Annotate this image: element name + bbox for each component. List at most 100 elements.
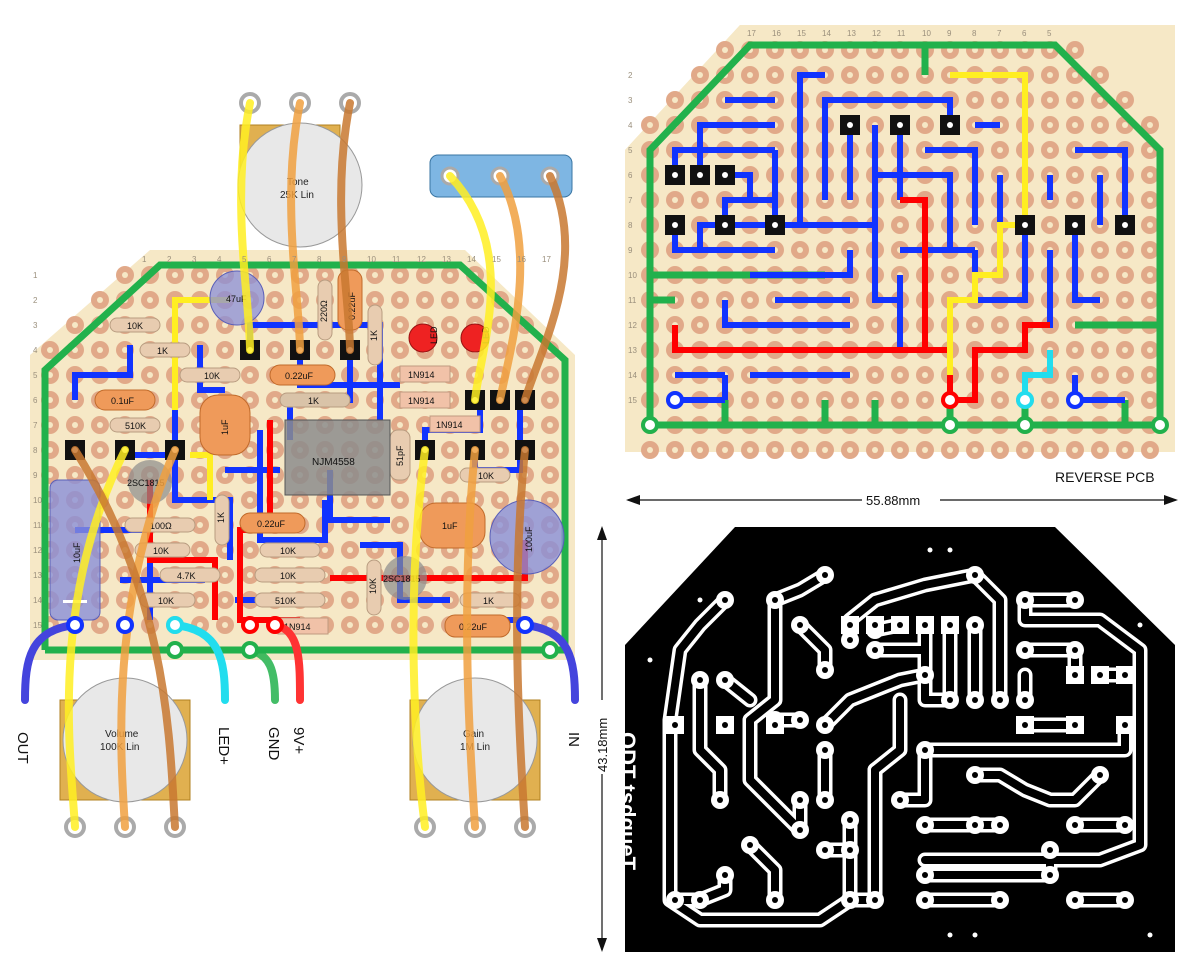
- height-dimension: 43.18mm: [594, 526, 610, 952]
- height-label: 43.18mm: [595, 718, 610, 772]
- capacitor-label: 0.1uF: [111, 396, 135, 406]
- pad-center: [97, 472, 103, 478]
- pad-center: [972, 322, 978, 328]
- etched-pad-hole: [822, 667, 828, 673]
- etched-pad-hole: [1047, 847, 1053, 853]
- column-tick: 6: [1022, 29, 1027, 38]
- etched-pad-hole: [1097, 672, 1103, 678]
- pad-center: [847, 447, 853, 453]
- pad-center: [1147, 172, 1153, 178]
- etched-pad-hole: [1022, 697, 1028, 703]
- column-tick: 5: [1047, 29, 1052, 38]
- pad-center: [397, 497, 403, 503]
- resistor-label: 10K: [368, 578, 378, 594]
- pad-center: [197, 322, 203, 328]
- pad-center: [1122, 447, 1128, 453]
- row-tick: 14: [628, 371, 637, 380]
- pad-center: [522, 372, 528, 378]
- pad-center: [1147, 397, 1153, 403]
- pad-center: [272, 347, 278, 353]
- resistor-label: 10K: [158, 596, 174, 606]
- row-tick: 2: [33, 296, 38, 305]
- pad-center: [247, 547, 253, 553]
- etched-pad-hole: [822, 572, 828, 578]
- pad-center: [1097, 72, 1103, 78]
- pad-center: [422, 297, 428, 303]
- etched-pad-hole: [972, 772, 978, 778]
- column-tick: 16: [517, 255, 526, 264]
- reverse-square-pad-holes: [672, 122, 1128, 228]
- pad-center: [422, 547, 428, 553]
- pad-center: [897, 372, 903, 378]
- led-1: [408, 323, 438, 353]
- pad-center: [447, 497, 453, 503]
- pad-center: [372, 622, 378, 628]
- pot-gain-value: 1M Lin: [460, 742, 490, 753]
- pad-center: [697, 297, 703, 303]
- layout-panel: 10K 1K 10K 510K 1K 10K 100Ω 10K 4.7K 10K…: [14, 92, 582, 838]
- row-tick: 9: [33, 471, 38, 480]
- external-wires: [21, 99, 579, 831]
- pad-center: [247, 447, 253, 453]
- pad-center: [222, 597, 228, 603]
- pad-center: [322, 547, 328, 553]
- etched-pad-hole: [1022, 722, 1028, 728]
- pad-center: [997, 397, 1003, 403]
- resistor-label: 10K: [153, 546, 169, 556]
- etched-pad-hole: [672, 897, 678, 903]
- pad-center: [897, 447, 903, 453]
- pad-center: [297, 497, 303, 503]
- pad-center: [397, 422, 403, 428]
- pad-center: [147, 297, 153, 303]
- etched-pcb: ODT tsdgueT: [615, 527, 1175, 952]
- etched-pad-hole: [1122, 822, 1128, 828]
- pad-center: [997, 97, 1003, 103]
- row-tick: 8: [33, 446, 38, 455]
- pad-center: [222, 572, 228, 578]
- pad-center: [1147, 122, 1153, 128]
- etched-pad-hole: [1122, 897, 1128, 903]
- pad-center: [697, 197, 703, 203]
- etched-pad-hole: [797, 622, 803, 628]
- capacitor-label: 0.22uF: [257, 519, 286, 529]
- pad-center: [1047, 147, 1053, 153]
- row-tick: 5: [33, 371, 38, 380]
- row-tick: 12: [33, 546, 42, 555]
- pad-center: [397, 297, 403, 303]
- pad-center: [397, 522, 403, 528]
- column-tick: 8: [317, 255, 322, 264]
- pad-center: [1097, 372, 1103, 378]
- column-tick: 5: [242, 255, 247, 264]
- pad-center: [797, 247, 803, 253]
- capacitor-label: 0.22uF: [347, 291, 357, 320]
- pad-center: [1047, 122, 1053, 128]
- pad-center: [1097, 97, 1103, 103]
- pad-center: [1047, 72, 1053, 78]
- pad-center: [197, 472, 203, 478]
- pad-center: [1147, 297, 1153, 303]
- diode-label: 1N914: [408, 396, 435, 406]
- pad-center: [247, 572, 253, 578]
- row-tick: 15: [628, 396, 637, 405]
- diode-label: 1N914: [284, 622, 311, 632]
- etched-pad-hole: [847, 637, 853, 643]
- etched-pad-hole: [1097, 772, 1103, 778]
- pad-center: [1022, 447, 1028, 453]
- pot-tone-value: 25K Lin: [280, 190, 314, 201]
- resistors: 10K 1K 10K 510K 1K 10K 100Ω 10K 4.7K 10K…: [109, 279, 521, 616]
- pad-center: [447, 322, 453, 328]
- column-tick: 4: [217, 255, 222, 264]
- pad-center: [1122, 372, 1128, 378]
- pad-center: [222, 622, 228, 628]
- etched-pad-hole: [922, 822, 928, 828]
- etched-pad-hole: [997, 897, 1003, 903]
- pad-center: [122, 497, 128, 503]
- etched-pad-hole: [722, 872, 728, 878]
- column-tick: 17: [747, 29, 756, 38]
- etched-pad-hole: [922, 872, 928, 878]
- etched-pad-hole: [872, 647, 878, 653]
- pad-center: [1072, 347, 1078, 353]
- column-tick: 13: [442, 255, 451, 264]
- pad-center: [122, 572, 128, 578]
